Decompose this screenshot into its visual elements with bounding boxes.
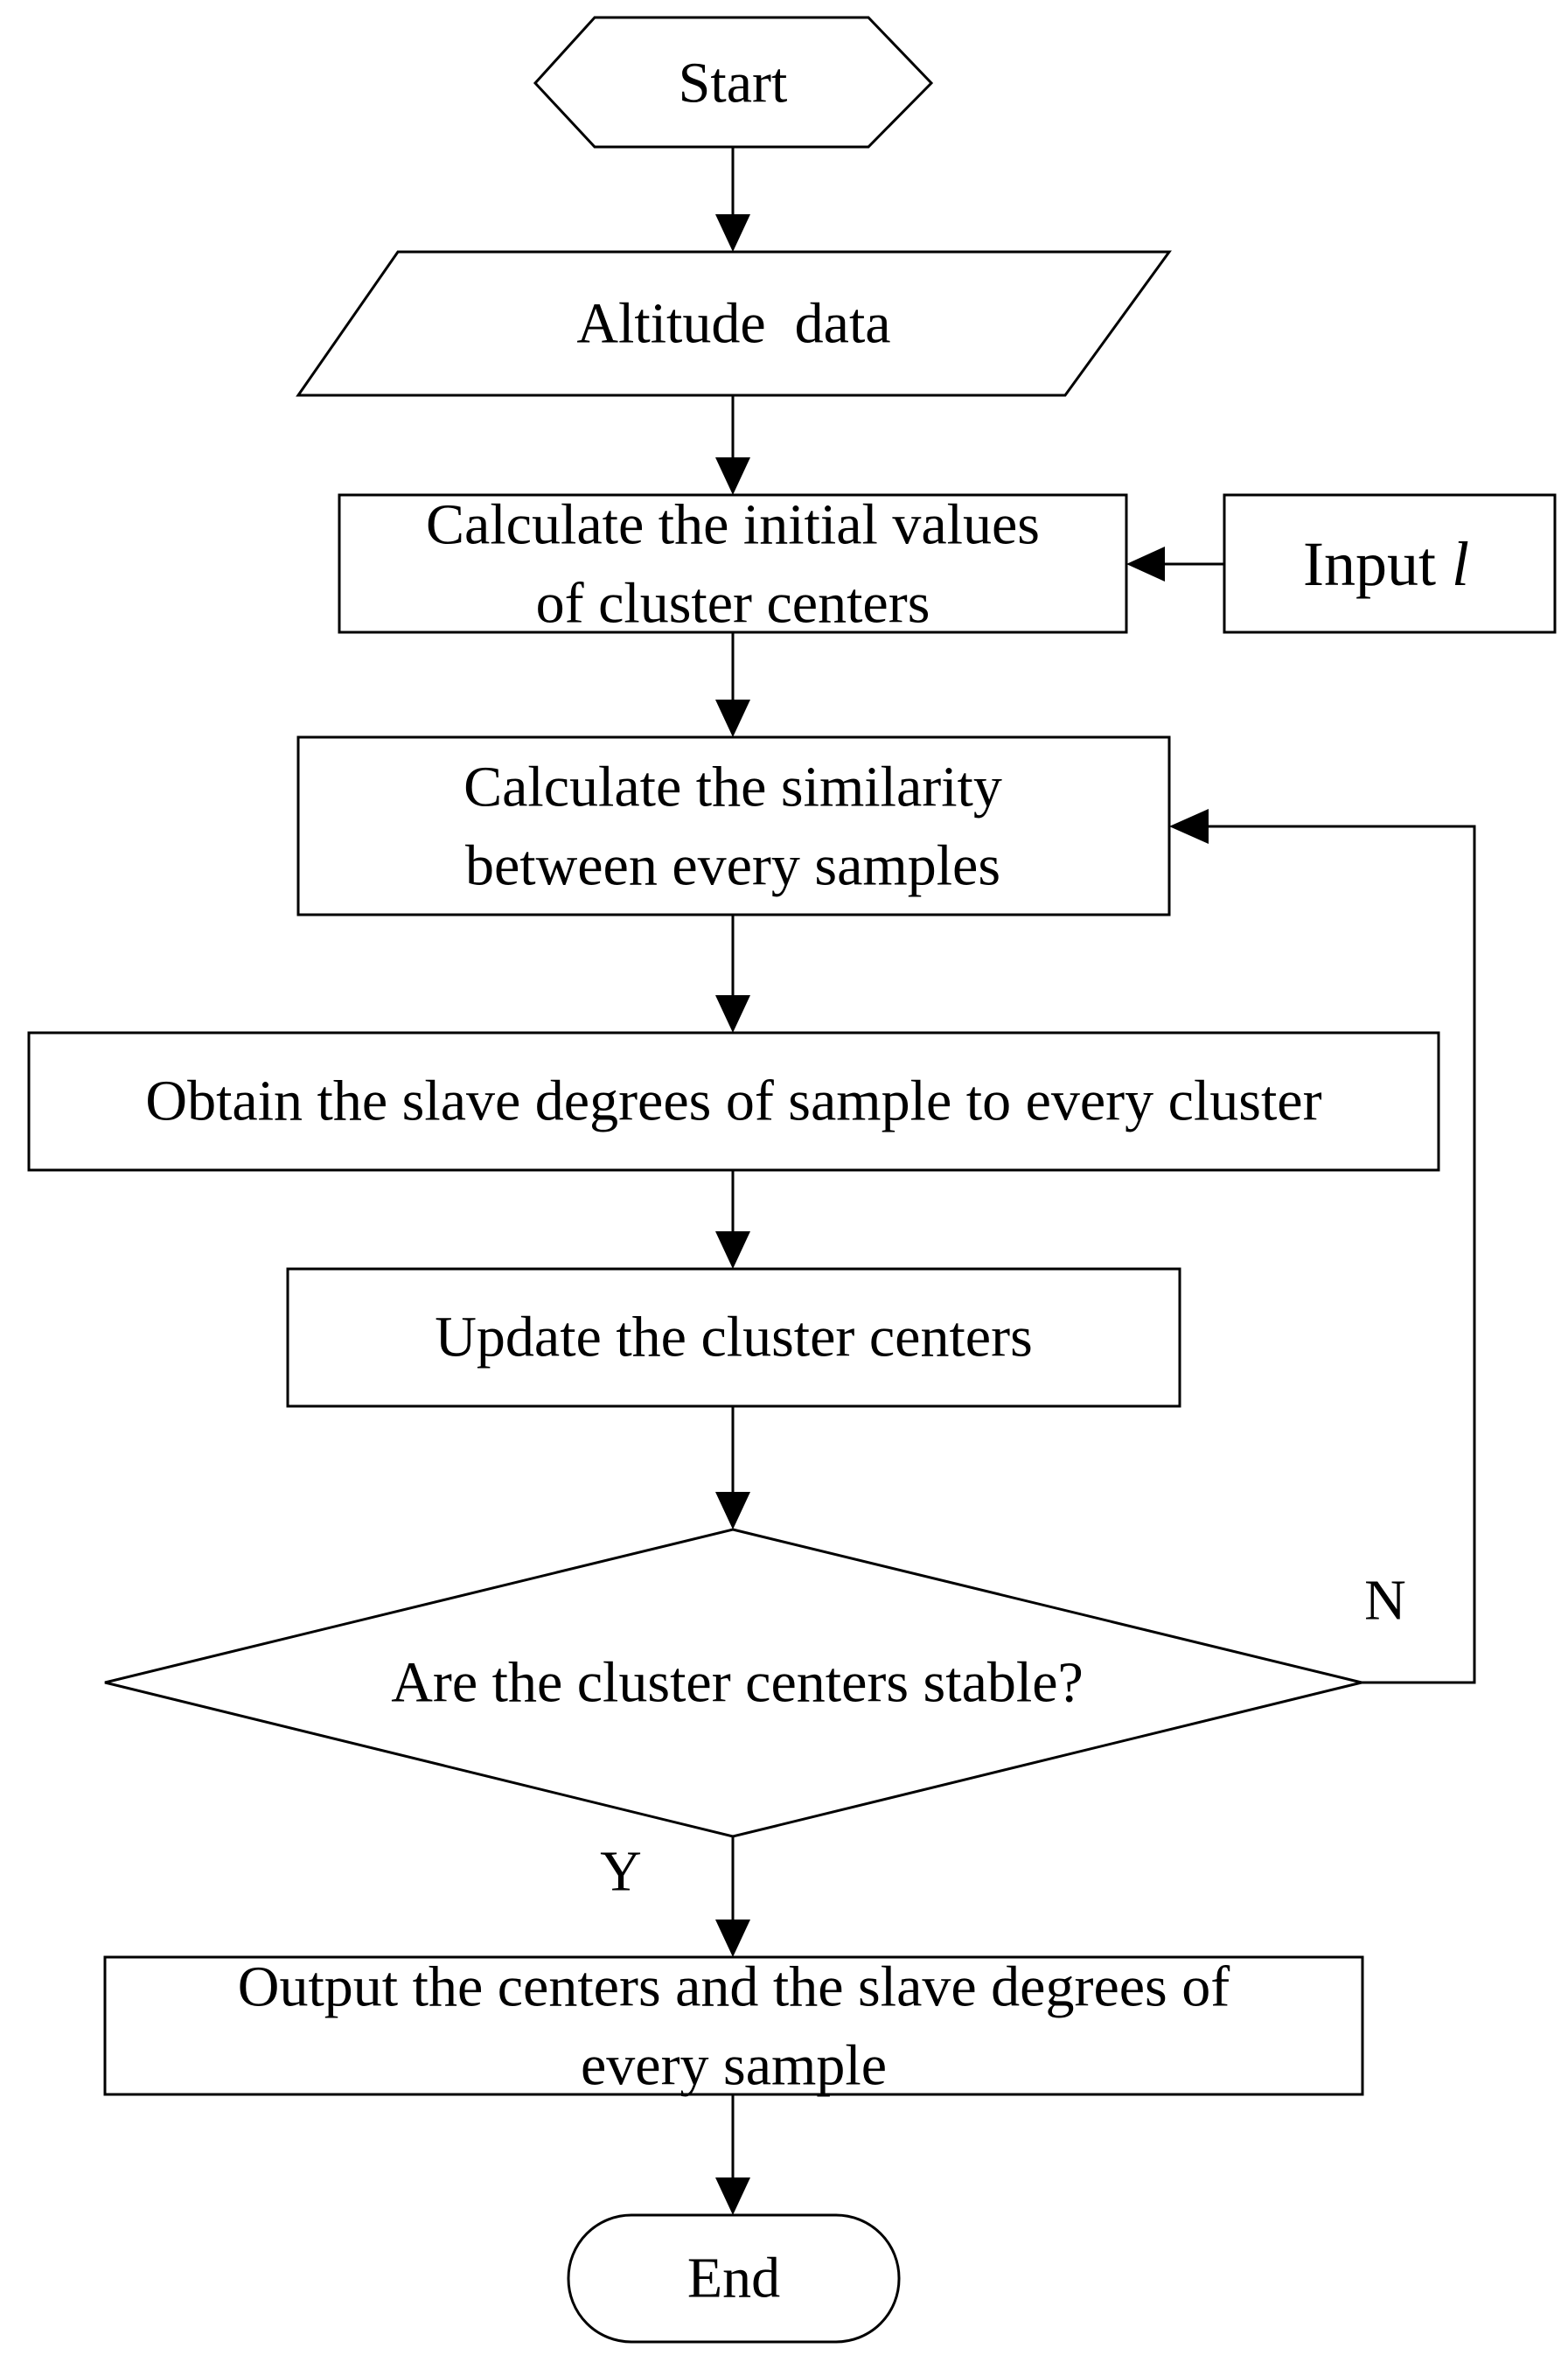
arrowhead — [715, 1231, 750, 1269]
loop-no-connector — [1209, 825, 1476, 1684]
calc-similarity-rect — [296, 735, 1171, 916]
arrowhead — [1169, 809, 1209, 844]
start-hexagon-shape — [533, 16, 934, 149]
yes-label: Y — [600, 1840, 642, 1904]
calc-initial-rect — [338, 493, 1128, 634]
data-parallelogram-shape — [296, 250, 1172, 397]
obtain-slave-node: Obtain the slave degrees of sample to ev… — [27, 1031, 1440, 1172]
output-rect — [103, 1955, 1364, 2096]
update-centers-rect — [286, 1267, 1181, 1408]
end-node: End — [567, 2213, 901, 2344]
input-variable-l: l — [1452, 529, 1469, 599]
output-node: Output the centers and the slave degrees… — [103, 1955, 1364, 2098]
arrowhead — [715, 1492, 750, 1529]
no-label: N — [1364, 1569, 1406, 1633]
altitude-data-label: Altitude data — [576, 292, 890, 356]
obtain-slave-rect — [27, 1031, 1440, 1172]
calc-initial-line2: of cluster centers — [536, 572, 930, 636]
arrowhead — [715, 457, 750, 495]
arrowhead — [715, 214, 750, 252]
arrowhead — [715, 995, 750, 1033]
input-label-text: Input — [1303, 529, 1452, 599]
end-label: End — [687, 2247, 780, 2310]
calc-similarity-line1: Calculate the similarity — [463, 756, 1002, 819]
altitude-data-node: Altitude data — [296, 250, 1172, 397]
decision-label: Are the cluster centers stable? — [391, 1651, 1084, 1715]
arrowhead — [715, 2177, 750, 2215]
calc-similarity-line2: between every samples — [465, 834, 1000, 898]
output-line2: every sample — [581, 2034, 887, 2098]
input-l-node: Input l — [1223, 493, 1557, 634]
calc-initial-node: Calculate the initial values of cluster … — [338, 493, 1128, 636]
input-l-rect — [1223, 493, 1557, 634]
end-terminator-shape — [567, 2213, 901, 2344]
start-node: Start — [533, 16, 934, 149]
obtain-slave-label: Obtain the slave degrees of sample to ev… — [145, 1070, 1321, 1133]
calc-similarity-node: Calculate the similarity between every s… — [296, 735, 1171, 916]
input-l-label: Input l — [1303, 529, 1469, 599]
calc-initial-line1: Calculate the initial values — [426, 493, 1040, 557]
arrowhead — [715, 1920, 750, 1957]
arrowhead — [715, 700, 750, 737]
output-line1: Output the centers and the slave degrees… — [238, 1955, 1230, 2019]
update-centers-node: Update the cluster centers — [286, 1267, 1181, 1408]
decision-node: Are the cluster centers stable? — [104, 1528, 1362, 1838]
update-centers-label: Update the cluster centers — [435, 1306, 1033, 1369]
start-label: Start — [679, 52, 788, 115]
arrowhead — [1126, 547, 1165, 582]
